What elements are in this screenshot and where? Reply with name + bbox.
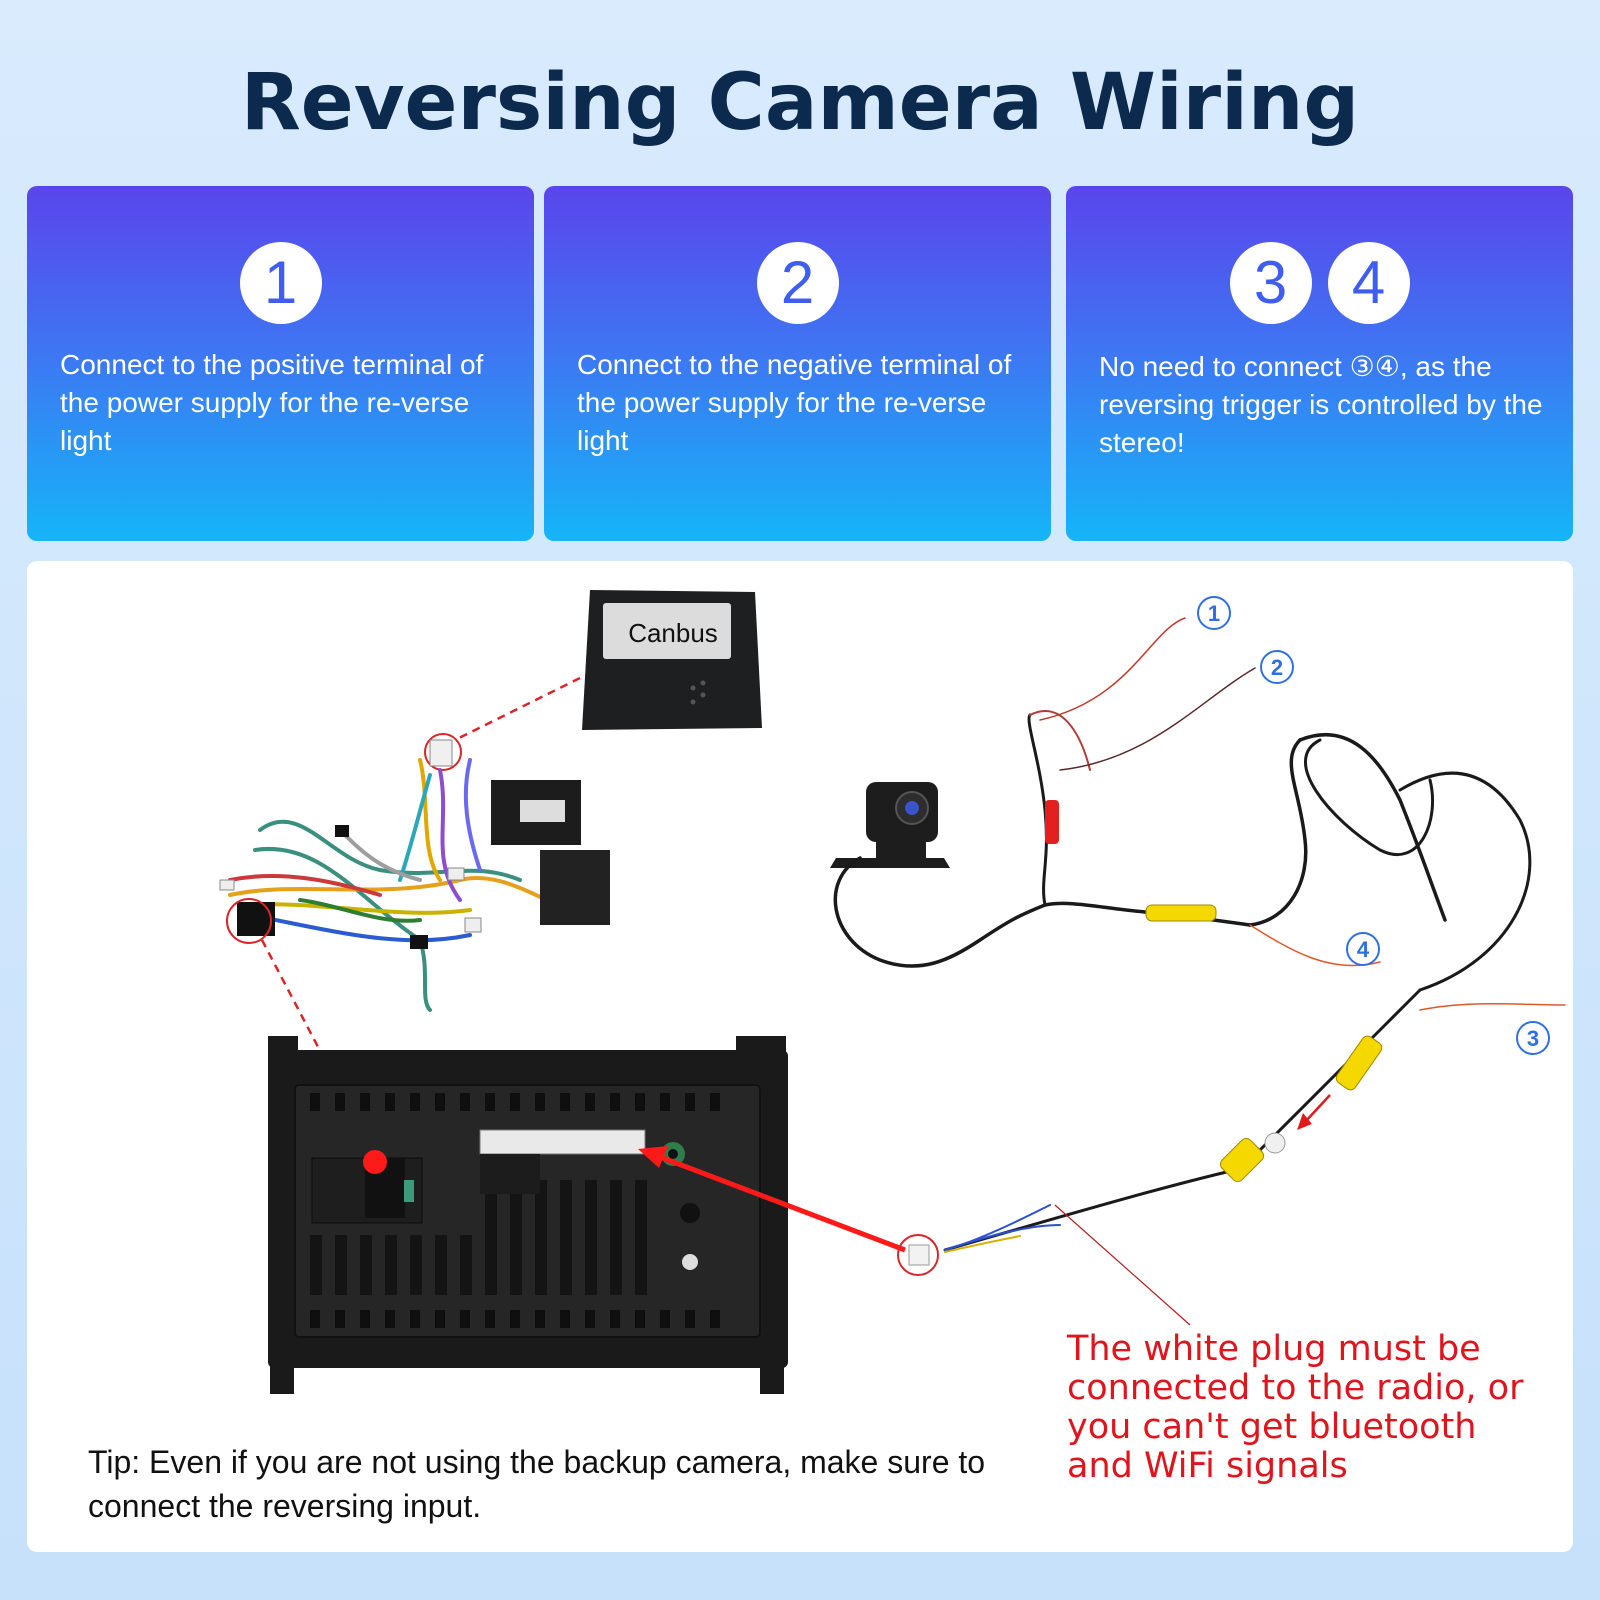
harness-plug-highlight [424,733,462,771]
camera-cables [833,617,1566,1253]
step-card-2: 2 Connect to the negative terminal of th… [544,186,1051,541]
canbus-pointer-line [454,676,581,742]
callout-4: 4 [1346,932,1380,966]
badge-row: 1 [27,242,534,324]
rca-arrow [1304,1094,1331,1123]
badge-row: 2 [544,242,1051,324]
step-badge-4: 4 [1327,242,1410,324]
camera [830,782,950,868]
white-plug-arrow-head [638,1146,668,1168]
step-badge-2: 2 [756,242,839,324]
page-title: Reversing Camera Wiring [240,58,1360,148]
step-3-4-text: No need to connect ③④, as the reversing … [1099,351,1543,458]
step-2-text: Connect to the negative terminal of the … [577,349,1012,456]
step-badge-1: 1 [239,242,322,324]
head-unit [268,1036,788,1394]
step-badge-3: 3 [1229,242,1312,324]
white-plug-highlight [897,1234,939,1276]
canbus-box: Canbus [582,590,762,730]
white-plug-warning: The white plug must be connected to the … [1067,1329,1524,1486]
reversing-input-marker [363,1150,387,1174]
harness-connector-highlight [226,898,272,944]
callout-3-label: 3 [1527,1026,1539,1051]
step-card-1: 1 Connect to the positive terminal of th… [27,186,534,541]
white-plug [908,1244,930,1266]
callout-3: 3 [1516,1021,1550,1055]
callout-1-label: 1 [1208,601,1220,626]
callout-2: 2 [1260,650,1294,684]
rca-connectors [1045,800,1383,1183]
canbus-label: Canbus [628,618,718,648]
callout-1: 1 [1197,596,1231,630]
tip-text: Tip: Even if you are not using the backu… [88,1444,986,1524]
harness-connectors [219,739,610,949]
warning-leader-line [1054,1204,1191,1326]
callout-2-label: 2 [1271,655,1283,680]
white-plug-arrow [654,1152,906,1253]
callout-4-label: 4 [1357,937,1370,962]
step-1-text: Connect to the positive terminal of the … [60,349,484,456]
rca-arrow-head [1297,1113,1312,1130]
